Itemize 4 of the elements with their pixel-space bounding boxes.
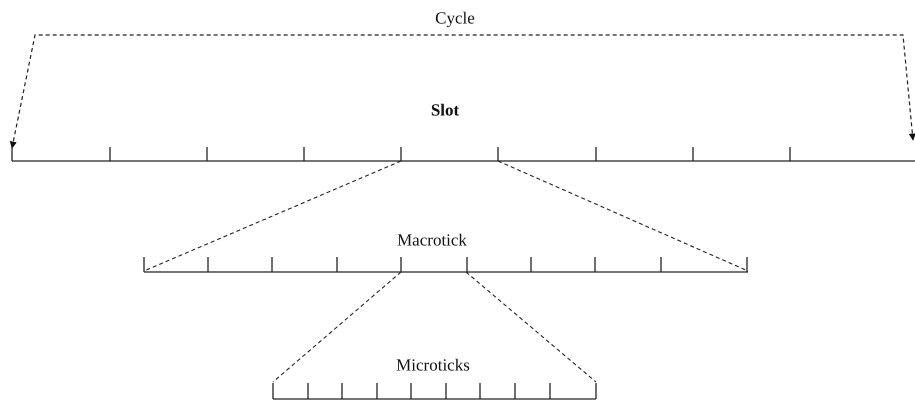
scale-label: Macrotick bbox=[397, 232, 467, 248]
scale-label: Microticks bbox=[396, 356, 470, 374]
scale-label: Cycle bbox=[435, 10, 475, 26]
scale-label: Slot bbox=[430, 102, 460, 118]
